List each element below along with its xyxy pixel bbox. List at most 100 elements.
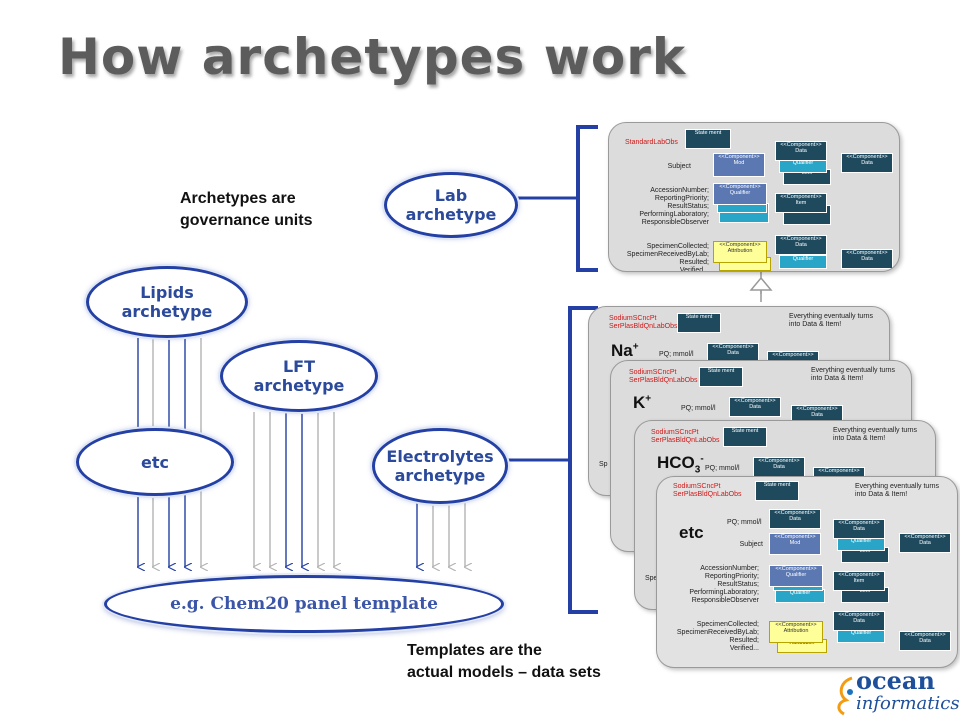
qualifier-box-4: Qualifier [779, 159, 827, 173]
lab-bracket [576, 125, 598, 272]
etc-data-box-5: <<Component>> Data [899, 631, 951, 651]
templates-note: Templates are the actual models – data s… [407, 640, 601, 684]
lab-archetype-oval[interactable]: Lab archetype [384, 172, 518, 238]
lab-oval-line2: archetype [405, 205, 497, 224]
component-tag: <<Component>> [775, 566, 817, 572]
lipids-oval-line2: archetype [121, 302, 213, 321]
data-box-4: <<Component>> Data [841, 249, 893, 269]
na-ion: Na [611, 341, 633, 360]
etc-specimen-labels: SpecimenCollected; SpecimenReceivedByLab… [659, 621, 759, 653]
etc-data-box-4: <<Component>> Data [899, 533, 951, 553]
k-note-line2: into Data & Item! [811, 375, 864, 382]
governance-note-line1: Archetypes are [180, 190, 296, 207]
na-code2: SerPlasBldQnLabObs [609, 323, 678, 330]
hco3-spe-fragment: Spe [645, 575, 658, 582]
component-tag: <<Component>> [719, 184, 761, 190]
component-tag: <<Component>> [838, 520, 880, 526]
na-ion-charge: + [632, 341, 639, 353]
data-word: Data [795, 242, 807, 248]
lab-panel-name: StandardLabObs [625, 139, 678, 146]
qualifier-box-5: Qualifier [779, 255, 827, 269]
lipids-archetype-oval[interactable]: Lipids archetype [86, 266, 248, 338]
na-ion-label: Na+ [611, 341, 639, 361]
hco3-pq: PQ; mmol/l [705, 465, 740, 472]
etc-note: Everything eventually turns into Data & … [855, 483, 939, 499]
received-label: SpecimenReceivedByLab; [676, 629, 759, 636]
na-note-line2: into Data & Item! [789, 321, 842, 328]
na-code: SodiumSCncPt [609, 315, 657, 322]
etc-panel: SodiumSCncPt SerPlasBldQnLabObs State me… [656, 476, 958, 668]
electrolytes-archetype-oval[interactable]: Electrolytes archetype [372, 428, 508, 504]
hco3-note: Everything eventually turns into Data & … [833, 427, 917, 443]
logo-informatics-text: informatics [856, 693, 960, 714]
hco3-code2: SerPlasBldQnLabObs [651, 437, 720, 444]
attribution-word: Attribution [727, 248, 753, 254]
etc-statement-box: State ment [755, 481, 799, 501]
etc-qualifier-box-2: Qualifier [775, 589, 825, 603]
lab-oval-line1: Lab [434, 186, 468, 205]
component-tag: <<Component>> [796, 406, 838, 412]
etc-subject-label: Subject [739, 541, 763, 548]
statement-box: State ment [685, 129, 731, 149]
hco3-note-line1: Everything eventually turns [833, 427, 918, 434]
etc-qualifier-box-4: Qualifier [837, 537, 885, 551]
etc-mod-box: <<Component>> Mod [769, 533, 821, 555]
accession-label: AccessionNumber; [650, 187, 709, 194]
component-tag: <<Component>> [774, 510, 816, 516]
data-word: Data [789, 516, 801, 522]
chem20-template-oval[interactable]: e.g. Chem20 panel template [104, 575, 504, 633]
etc-oval-label: etc [141, 452, 169, 472]
hco3-ion-sub: 3 [694, 464, 701, 476]
na-note: Everything eventually turns into Data & … [789, 313, 873, 329]
na-note-line1: Everything eventually turns [789, 313, 874, 320]
component-tag: <<Component>> [734, 398, 776, 404]
templates-note-line1: Templates are the [407, 642, 542, 659]
mod-word: Mod [789, 540, 801, 546]
collected-label: SpecimenCollected; [696, 621, 759, 628]
hco3-code: SodiumSCncPt [651, 429, 699, 436]
observer-label: ResponsibleObserver [691, 597, 759, 604]
etc-data-box-2: <<Component>> Data [833, 519, 885, 539]
component-tag: <<Component>> [718, 154, 760, 160]
etc-code: SodiumSCncPt [673, 483, 721, 490]
etc-qualifier-box-5: Qualifier [837, 629, 885, 643]
data-word: Data [853, 618, 865, 624]
component-tag: <<Component>> [780, 142, 822, 148]
lft-oval-line2: archetype [253, 376, 345, 395]
laboratory-label: PerformingLaboratory; [639, 211, 709, 218]
component-tag: <<Component>> [774, 534, 816, 540]
component-tag: <<Component>> [775, 622, 817, 628]
verified-label: Verified... [679, 267, 709, 272]
verified-label: Verified... [729, 645, 759, 652]
hco3-note-line2: into Data & Item! [833, 435, 886, 442]
mod-box: <<Component>> Mod [713, 153, 765, 177]
inheritance-arrow [749, 272, 773, 302]
lft-archetype-oval[interactable]: LFT archetype [220, 340, 378, 412]
data-word: Data [861, 256, 873, 262]
data-box-3: <<Component>> Data [841, 153, 893, 173]
hco3-statement-box: State ment [723, 427, 767, 447]
resulted-label: Resulted; [729, 637, 759, 644]
governance-note: Archetypes are governance units [180, 188, 312, 232]
hco3-ion: HCO [657, 453, 695, 472]
component-tag: <<Component>> [904, 632, 946, 638]
etc-archetype-oval[interactable]: etc [76, 428, 234, 496]
etc-ion-label: etc [679, 523, 704, 542]
k-ion: K [633, 393, 646, 412]
na-sp-fragment: Sp [599, 461, 608, 468]
logo-swirl-icon [837, 676, 853, 716]
collected-label: SpecimenCollected; [646, 243, 709, 250]
governance-note-line2: governance units [180, 212, 313, 229]
etc-pq: PQ; mmol/l [727, 519, 762, 526]
component-tag: <<Component>> [712, 344, 754, 350]
received-label: SpecimenReceivedByLab; [626, 251, 709, 258]
data-word: Data [811, 412, 823, 418]
priority-label: ReportingPriority; [654, 195, 709, 202]
k-data-box: <<Component>> Data [729, 397, 781, 417]
k-note-line1: Everything eventually turns [811, 367, 896, 374]
component-tag: <<Component>> [758, 458, 800, 464]
hco3-ion-label: HCO3- [657, 453, 704, 475]
component-tag: <<Component>> [846, 154, 888, 160]
observer-label: ResponsibleObserver [641, 219, 709, 226]
